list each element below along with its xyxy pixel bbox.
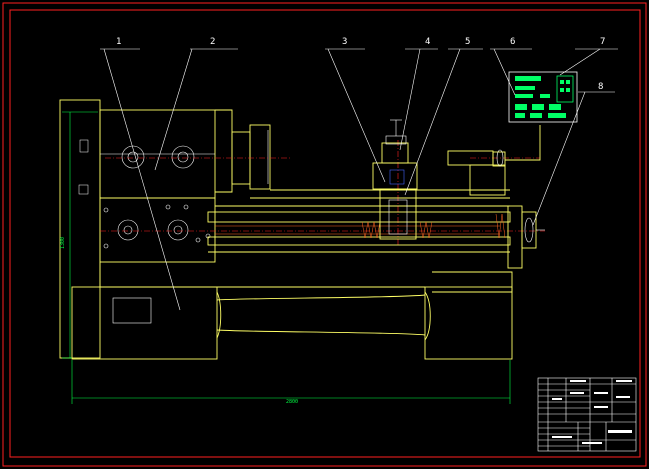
lathe-bed — [99, 189, 513, 293]
callout-5: 5 — [465, 37, 470, 47]
callout-2: 2 — [210, 37, 215, 47]
tool-post — [385, 119, 407, 185]
carriage — [372, 142, 418, 240]
tailstock — [447, 125, 541, 269]
callout-leaders — [100, 48, 618, 311]
callout-1: 1 — [116, 37, 121, 47]
leadscrew — [215, 213, 506, 239]
headstock-controls — [103, 130, 269, 249]
title-block — [537, 377, 637, 452]
callout-6: 6 — [510, 37, 515, 47]
dimension-lines — [62, 111, 511, 404]
callout-4: 4 — [425, 37, 430, 47]
headstock — [59, 99, 271, 359]
callout-3: 3 — [342, 37, 347, 47]
overall-width-dimension: 2800 — [286, 399, 298, 405]
overall-height-dimension: 1300 — [60, 237, 66, 249]
title-block-text — [552, 380, 632, 444]
callout-7: 7 — [600, 37, 605, 47]
centerlines — [100, 140, 545, 245]
control-panel — [508, 71, 578, 123]
base-stand — [71, 286, 513, 360]
callout-8: 8 — [598, 82, 603, 92]
callout-numbers: 1 2 3 4 5 6 7 8 — [116, 37, 605, 92]
tailstock-handwheel — [496, 149, 545, 243]
inner-frame — [9, 9, 641, 458]
